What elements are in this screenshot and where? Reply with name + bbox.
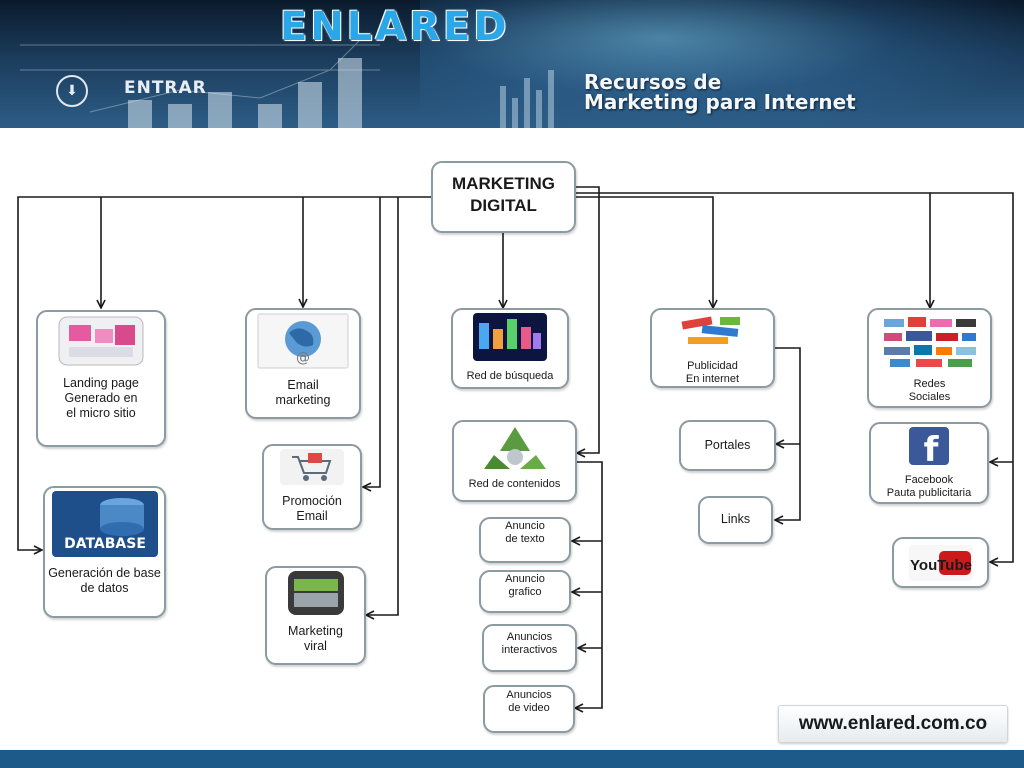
search-network-image [473, 313, 547, 361]
anuncios-interactivos-label: Anuncios interactivos [501, 631, 558, 656]
email-globe-image: @ [257, 313, 349, 369]
anuncio-grafico-label: Anuncio grafico [505, 573, 545, 598]
redes-sociales-label: Redes Sociales [908, 378, 951, 403]
cart-image [280, 449, 344, 485]
links-label: Links [720, 512, 751, 526]
database-logo-text: DATABASE [64, 536, 146, 552]
anuncios-video-label: Anuncios de video [506, 689, 552, 714]
website-url[interactable]: www.enlared.com.co [778, 705, 1008, 743]
viral-image [287, 571, 344, 615]
header-banner: ENLARED ⬇ ENTRAR Recursos de Marketing p… [0, 0, 1024, 128]
node-promocion-email: Promoción Email [262, 444, 362, 530]
node-anuncios-video: Anuncios de video [483, 685, 575, 733]
edge-database [17, 196, 432, 550]
banner-subtitle: Recursos de Marketing para Internet [584, 70, 856, 114]
enter-label[interactable]: ENTRAR [124, 78, 207, 98]
edge-publicidad [575, 196, 713, 308]
banner-glow [420, 0, 1024, 128]
facebook-logo-image: f [909, 427, 949, 470]
database-image: DATABASE [51, 491, 158, 557]
marketing-viral-label: Marketing viral [288, 624, 343, 653]
edge-viral [366, 197, 399, 615]
youtube-logo-image: YouTube [908, 545, 973, 581]
node-email-marketing: @ Email marketing [245, 308, 361, 419]
node-red-busqueda: Red de búsqueda [451, 308, 569, 389]
youtube-logo-text: YouTube [910, 557, 972, 574]
root-label: MARKETING DIGITAL [452, 174, 555, 215]
edge-promo [363, 197, 381, 487]
banner-bar-graphic [20, 39, 554, 128]
portales-label: Portales [704, 438, 751, 452]
node-marketing-viral: Marketing viral [265, 566, 366, 665]
node-database: DATABASE Generación de base de datos [43, 486, 166, 618]
node-redes-sociales: Redes Sociales [867, 308, 992, 408]
database-label: Generación de base de datos [48, 566, 161, 595]
red-contenidos-label: Red de contenidos [468, 478, 561, 490]
brand-logo: ENLARED [280, 4, 510, 50]
enter-icon[interactable]: ⬇ [56, 75, 88, 107]
promocion-email-label: Promoción Email [282, 494, 342, 523]
node-anuncio-texto: Anuncio de texto [479, 517, 571, 563]
publicidad-internet-label: Publicidad En internet [685, 360, 740, 385]
edge-links [775, 347, 801, 520]
facebook-label: Facebook Pauta publicitaria [886, 474, 972, 499]
edge-youtube [930, 192, 1014, 562]
facebook-logo-text: f [924, 430, 940, 465]
landing-page-label: Landing page Generado en el micro sitio [63, 376, 139, 420]
node-anuncios-interactivos: Anuncios interactivos [482, 624, 577, 672]
edge-redes [575, 192, 930, 308]
red-busqueda-label: Red de búsqueda [466, 370, 554, 382]
node-facebook: f Facebook Pauta publicitaria [869, 422, 989, 504]
edge-contenidos [575, 186, 600, 453]
email-marketing-label: Email marketing [275, 378, 331, 407]
node-links: Links [698, 496, 773, 544]
social-logos-image [879, 313, 980, 369]
node-portales: Portales [679, 420, 776, 471]
advertising-image [681, 316, 740, 344]
edge-anuncios-video [575, 461, 603, 708]
node-publicidad-internet: Publicidad En internet [650, 308, 775, 388]
svg-text:@: @ [296, 350, 310, 366]
recycle-image [483, 427, 546, 469]
node-landing-page: Landing page Generado en el micro sitio [36, 310, 166, 447]
node-anuncio-grafico: Anuncio grafico [479, 570, 571, 613]
footer-bar [0, 750, 1024, 768]
node-red-contenidos: Red de contenidos [452, 420, 577, 502]
landing-page-image [58, 316, 144, 366]
anuncio-texto-label: Anuncio de texto [505, 520, 545, 545]
node-marketing-digital: MARKETING DIGITAL [431, 161, 576, 233]
node-youtube: YouTube [892, 537, 989, 588]
